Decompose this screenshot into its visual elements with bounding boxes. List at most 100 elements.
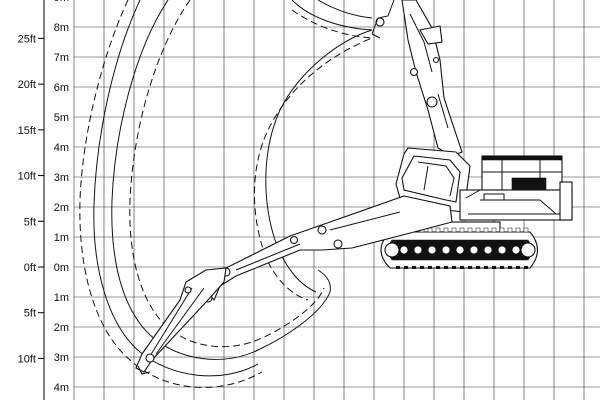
track-pad: [460, 266, 464, 269]
m-tick-label: 4m: [54, 382, 69, 394]
m-tick-label: 1m: [54, 292, 69, 304]
track-pad: [467, 227, 473, 233]
track-pad: [507, 227, 513, 233]
track-pad: [476, 266, 480, 269]
cab-window: [401, 155, 461, 203]
boom-pin-2: [317, 225, 327, 235]
track-pad: [404, 266, 408, 269]
m-tick-label: 6m: [54, 82, 69, 94]
track-roller: [497, 245, 507, 255]
m-tick-label: 3m: [54, 352, 69, 364]
m-scale: 9m 8m 7m 6m 5m 4m 3m 2m 1m 0m 1m 2m 3m 4m: [54, 0, 69, 394]
track-pad: [396, 266, 400, 269]
inner-envelope-dashed: [254, 9, 373, 301]
track-pad: [492, 266, 496, 269]
boom-main: [205, 195, 453, 302]
m-tick-label: 0m: [54, 262, 69, 274]
cab: [395, 147, 471, 213]
m-tick-label: 3m: [54, 172, 69, 184]
track-pad: [475, 227, 481, 233]
tool-tip: [137, 365, 151, 375]
track-pad: [428, 266, 432, 269]
track-roller: [455, 245, 465, 255]
track-roller: [413, 245, 423, 255]
track-pad: [420, 266, 424, 269]
m-tick-label: 9m: [54, 0, 69, 4]
engine-grille: [511, 177, 547, 191]
hood-top: [481, 155, 563, 161]
track-pad: [484, 266, 488, 269]
inner-envelope-solid-2: [317, 0, 373, 19]
track-pad: [451, 227, 457, 233]
upper-boom-bracket: [419, 25, 443, 45]
upper-pin-2: [409, 67, 419, 77]
upper-structure: [459, 155, 573, 221]
undercarriage: [380, 221, 539, 269]
arm-pin-1: [184, 286, 192, 294]
main-boom: [135, 195, 453, 375]
upper-tool-link: [371, 0, 395, 39]
sprocket-wheel: [520, 242, 536, 258]
track-roller: [511, 245, 521, 255]
deck: [459, 189, 573, 221]
track-pad: [508, 266, 512, 269]
counterweight: [559, 181, 573, 221]
track-roller: [441, 245, 451, 255]
boom-pin-1: [333, 239, 343, 249]
ft-scale: 25ft20ft15ft10ft5ft0ft5ft10ft15ft: [18, 33, 44, 400]
upper-boom-detail: [409, 13, 449, 129]
boom-pin-3: [289, 235, 299, 245]
dipper-arm-lines: [149, 287, 205, 357]
mid-envelope-solid: [111, 0, 331, 360]
ft-tick-label: 25ft: [18, 33, 36, 45]
track-pad: [443, 227, 449, 233]
reach-envelopes: [79, 0, 373, 388]
handrail: [483, 193, 505, 201]
track-pad: [499, 227, 505, 233]
track-rollers: [395, 227, 529, 269]
track-roller: [469, 245, 479, 255]
ft-tick-label: 10ft: [18, 171, 36, 183]
ft-tick-label: 20ft: [18, 79, 36, 91]
track-pad: [523, 227, 529, 233]
track-pad: [459, 227, 465, 233]
m-tick-label: 7m: [54, 52, 69, 64]
track-roller: [483, 245, 493, 255]
ft-tick-label: 0ft: [24, 262, 36, 274]
idler-wheel: [384, 242, 400, 258]
m-tick-label: 8m: [54, 22, 69, 34]
track-pad: [452, 266, 456, 269]
upper-pin-4: [432, 56, 440, 64]
upper-pin-3: [426, 96, 438, 108]
outer-envelope-dashed: [79, 0, 263, 388]
cab-window-inner: [417, 161, 455, 197]
track-pad: [483, 227, 489, 233]
ft-tick-label: 5ft: [24, 216, 36, 228]
track-pad: [515, 227, 521, 233]
upper-boom: [401, 0, 463, 157]
arm-pin-2: [145, 353, 155, 363]
track-pad: [516, 266, 520, 269]
m-tick-label: 5m: [54, 112, 69, 124]
ft-tick-label: 15ft: [18, 125, 36, 137]
track-roller: [399, 245, 409, 255]
m-tick-label: 1m: [54, 232, 69, 244]
track-pad: [468, 266, 472, 269]
m-tick-label: 2m: [54, 322, 69, 334]
track-pad: [524, 266, 528, 269]
track-pad: [436, 266, 440, 269]
m-tick-label: 2m: [54, 202, 69, 214]
track-pad: [412, 266, 416, 269]
upper-arm: [371, 0, 463, 157]
track-pad: [435, 227, 441, 233]
mid-envelope-dashed: [129, 0, 325, 348]
ft-tick-label: 10ft: [18, 353, 36, 365]
outer-envelope-solid: [93, 0, 259, 377]
m-tick-label: 4m: [54, 142, 69, 154]
track-pad: [500, 266, 504, 269]
track-pad: [444, 266, 448, 269]
ft-tick-label: 5ft: [24, 308, 36, 320]
track-pad: [491, 227, 497, 233]
boom-lines: [235, 211, 401, 271]
